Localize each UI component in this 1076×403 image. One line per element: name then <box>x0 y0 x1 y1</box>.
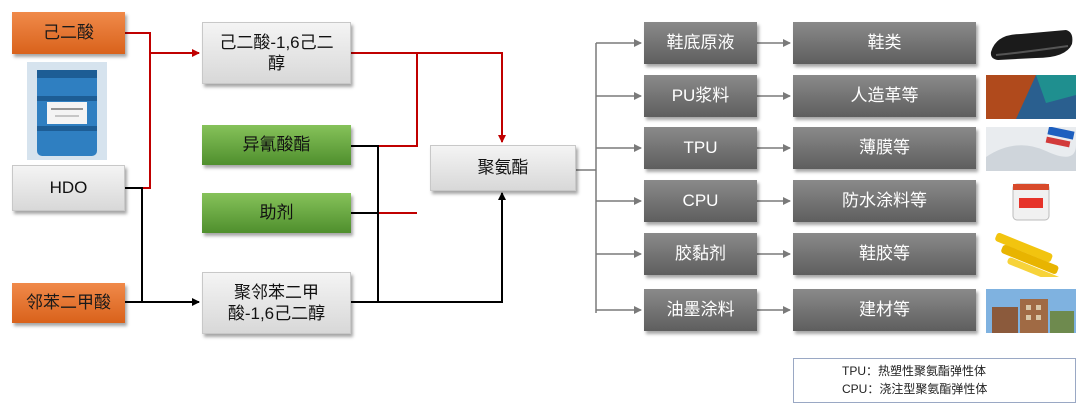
application-box: TPU <box>644 127 757 169</box>
application-label: 胶黏剂 <box>675 244 726 264</box>
end-use-box: 防水涂料等 <box>793 180 976 222</box>
shoe-sole-image <box>986 22 1076 66</box>
application-box: 油墨涂料 <box>644 289 757 331</box>
end-use-label: 鞋类 <box>867 33 902 53</box>
end-use-box: 鞋类 <box>793 22 976 64</box>
line-adipic-to-polyester <box>125 32 200 57</box>
application-label: CPU <box>682 191 719 211</box>
end-use-box: 人造革等 <box>793 75 976 117</box>
application-box: 胶黏剂 <box>644 233 757 275</box>
legend-tpu: TPU：热塑性聚氨酯弹性体 <box>842 364 987 378</box>
polyurethane-box: 聚氨酯 <box>430 145 576 191</box>
line-polyester-to-pu <box>351 52 506 143</box>
end-use-box: 建材等 <box>793 289 976 331</box>
glue-tubes-image <box>986 233 1076 277</box>
legend-box: TPU：热塑性聚氨酯弹性体 CPU：浇注型聚氨酯弹性体 <box>793 358 1076 403</box>
additive-box: 助剂 <box>202 193 351 233</box>
phthalic-acid-box: 邻苯二甲酸 <box>12 283 125 323</box>
application-label: 鞋底原液 <box>666 33 735 53</box>
polyurethane-label: 聚氨酯 <box>477 158 529 178</box>
application-label: 油墨涂料 <box>666 300 735 320</box>
hdo-label: HDO <box>49 178 88 198</box>
building-image <box>986 289 1076 333</box>
line-hdo-to-polyester-b <box>125 187 200 306</box>
application-label: PU浆料 <box>671 86 730 106</box>
hdo-drum-image <box>27 62 107 160</box>
phthalic-acid-label: 邻苯二甲酸 <box>26 293 111 313</box>
line-hdo-to-polyester <box>125 53 151 189</box>
legend-cpu: CPU：浇注型聚氨酯弹性体 <box>842 382 988 396</box>
end-use-box: 薄膜等 <box>793 127 976 169</box>
polyester-a-label: 己二酸-1,6己二醇 <box>219 32 334 73</box>
end-use-label: 人造革等 <box>850 86 919 106</box>
end-use-label: 防水涂料等 <box>842 191 927 211</box>
hdo-box: HDO <box>12 165 125 211</box>
application-box: PU浆料 <box>644 75 757 117</box>
end-use-label: 薄膜等 <box>859 138 910 158</box>
coating-bucket-image <box>986 180 1076 224</box>
application-box: CPU <box>644 180 757 222</box>
isocyanate-box: 异氰酸酯 <box>202 125 351 165</box>
line-polyester-b-to-pu <box>351 192 506 303</box>
end-use-box: 鞋胶等 <box>793 233 976 275</box>
adipic-acid-label: 己二酸 <box>43 23 94 43</box>
polyester-b-box: 聚邻苯二甲酸-1,6己二醇 <box>202 272 351 334</box>
artificial-leather-image <box>986 75 1076 119</box>
end-use-label: 建材等 <box>859 300 910 320</box>
additive-label: 助剂 <box>259 203 294 223</box>
adipic-acid-box: 己二酸 <box>12 12 125 54</box>
polyester-a-box: 己二酸-1,6己二醇 <box>202 22 351 84</box>
line-isocyanate-red <box>351 53 418 147</box>
isocyanate-label: 异氰酸酯 <box>242 135 311 155</box>
end-use-label: 鞋胶等 <box>859 244 910 264</box>
application-label: TPU <box>683 138 718 158</box>
application-box: 鞋底原液 <box>644 22 757 64</box>
polyester-b-label: 聚邻苯二甲酸-1,6己二醇 <box>227 282 326 323</box>
line-isocyanate-black <box>351 145 379 302</box>
film-image <box>986 127 1076 171</box>
